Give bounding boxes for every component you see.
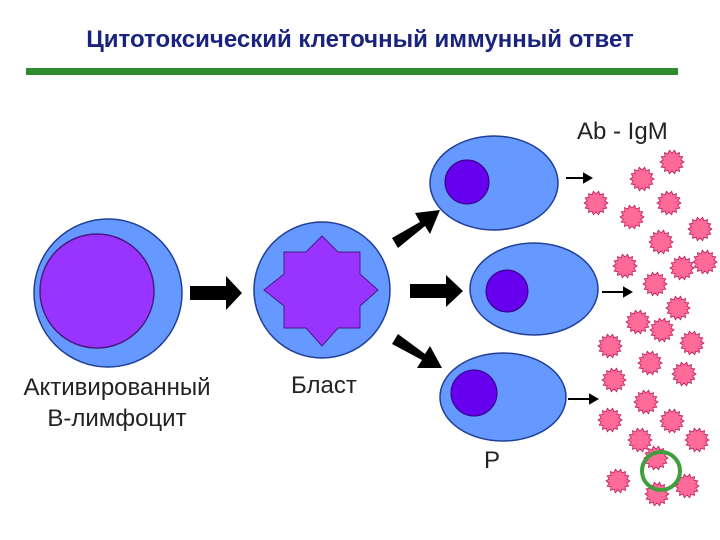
secretion-arrows xyxy=(566,172,634,405)
b-lymphocyte-label-line2: B-лимфоцит xyxy=(47,405,187,432)
plasma-cell-label: P xyxy=(484,447,501,474)
igm-antibodies xyxy=(583,149,718,507)
igm-antibody xyxy=(633,389,659,415)
b-lymphocyte-label: Активированный B-лимфоцит xyxy=(4,372,230,434)
arrow-up-right xyxy=(392,210,440,248)
arrow-to-blast xyxy=(190,276,242,310)
page-title: Цитотоксический клеточный иммунный ответ xyxy=(86,26,634,53)
igm-antibody xyxy=(612,253,638,279)
igm-antibody xyxy=(627,427,653,453)
igm-antibody xyxy=(659,408,685,434)
igm-antibody xyxy=(692,249,718,275)
igm-antibody xyxy=(637,350,663,376)
antibody-label: Ab - IgM xyxy=(577,118,668,145)
plasma-cell-middle xyxy=(469,242,599,336)
igm-antibody xyxy=(597,333,623,359)
igm-antibody xyxy=(629,166,655,192)
igm-antibody xyxy=(687,216,713,242)
igm-antibody xyxy=(648,229,674,255)
igm-antibody xyxy=(684,427,710,453)
arrow-down-right xyxy=(392,334,442,368)
igm-antibody xyxy=(642,271,668,297)
antibody-ring-icon xyxy=(640,450,682,492)
igm-antibody xyxy=(671,361,697,387)
igm-antibody xyxy=(601,367,627,393)
igm-antibody xyxy=(649,317,675,343)
igm-antibody xyxy=(679,330,705,356)
igm-antibody xyxy=(659,149,685,175)
blast-label: Бласт xyxy=(291,372,357,399)
igm-antibody xyxy=(583,190,609,216)
igm-antibody xyxy=(669,255,695,281)
arrow-right-middle xyxy=(410,275,463,307)
blast-cell xyxy=(253,221,391,359)
plasma-cell-top xyxy=(429,135,559,231)
plasma-cell-bottom xyxy=(439,352,567,442)
igm-antibody xyxy=(597,407,623,433)
igm-antibody xyxy=(605,468,631,494)
igm-antibody xyxy=(619,204,645,230)
title-divider xyxy=(26,68,678,75)
b-lymphocyte-nucleus xyxy=(39,233,155,349)
igm-antibody xyxy=(625,309,651,335)
blast-star-nucleus xyxy=(263,235,379,347)
igm-antibody xyxy=(665,295,691,321)
b-lymphocyte-cell xyxy=(33,218,183,368)
b-lymphocyte-label-line1: Активированный xyxy=(23,374,211,401)
igm-antibody xyxy=(656,190,682,216)
